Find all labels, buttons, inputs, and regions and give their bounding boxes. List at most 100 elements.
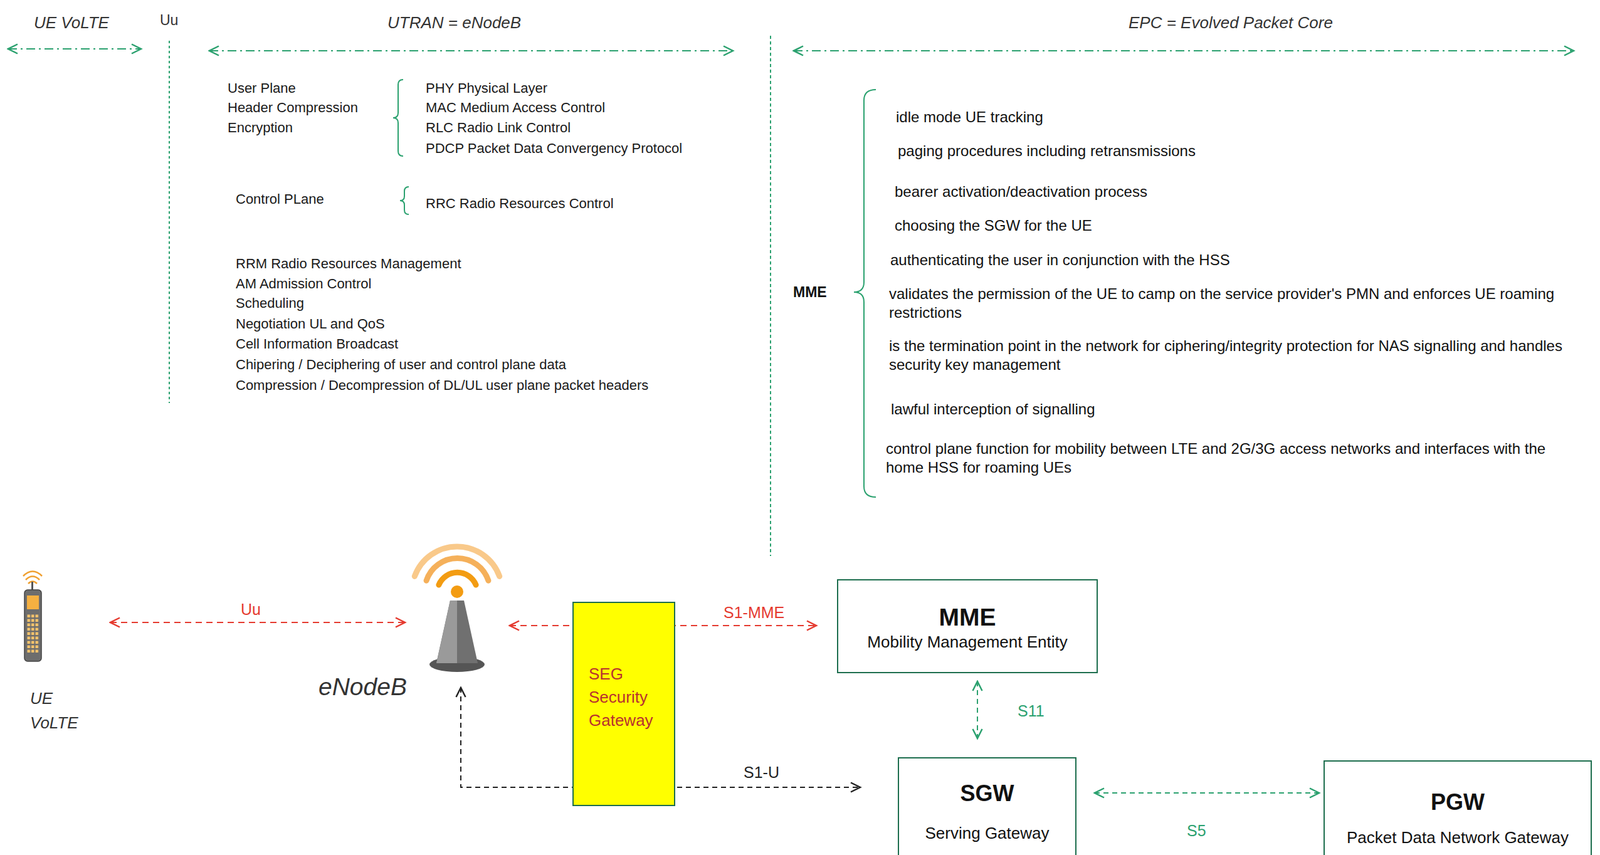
zone-heading: UTRAN = eNodeB xyxy=(387,12,522,34)
label-slot: lawful interception of signalling xyxy=(890,400,1590,419)
label-slot: bearer activation/deactivation process xyxy=(894,182,1594,202)
core-interface xyxy=(1094,792,1320,794)
phone-antenna xyxy=(31,581,34,591)
label-slot: Compression / Decompression of DL/UL use… xyxy=(235,376,649,395)
label-slot: idle mode UE tracking xyxy=(895,107,1595,127)
protocol-layer: MAC Medium Access Control xyxy=(425,99,606,117)
plane-name: Encryption xyxy=(227,119,293,137)
bracket xyxy=(853,89,876,498)
label-slot: MAC Medium Access Control xyxy=(425,99,606,117)
antenna-mast-highlight xyxy=(436,600,458,664)
node-title: SGW xyxy=(960,779,1015,807)
plane-name: Control PLane xyxy=(235,190,325,209)
node-title: eNodeB xyxy=(318,672,413,703)
radio-interface xyxy=(110,621,406,624)
label-slot: Scheduling xyxy=(235,294,305,313)
interface-label: S1-U xyxy=(741,763,782,783)
zone-arrow xyxy=(209,50,733,52)
node-title: UE VoLTE xyxy=(30,686,90,736)
signal-arc xyxy=(23,571,43,577)
protocol-layer: PHY Physical Layer xyxy=(425,79,548,98)
node-subtitle: Packet Data Network Gateway xyxy=(1346,828,1569,848)
zone-arrow xyxy=(793,50,1574,52)
node-subtitle: Mobility Management Entity xyxy=(867,632,1068,653)
label-slot: PHY Physical Layer xyxy=(425,79,548,98)
protocol-layer: PDCP Packet Data Convergency Protocol xyxy=(425,139,683,158)
antenna-icon xyxy=(414,546,500,673)
label-slot: choosing the SGW for the UE xyxy=(894,216,1594,236)
label-slot: Header Compression xyxy=(227,99,358,117)
enodeb-function: AM Admission Control xyxy=(235,275,372,293)
label-slot: is the termination point in the network … xyxy=(889,336,1589,375)
plane-name: User Plane xyxy=(227,79,296,98)
bracket xyxy=(400,186,409,215)
node-title: SEG Security Gateway xyxy=(588,662,668,733)
phone-body xyxy=(24,589,42,662)
label-slot: Negotiation UL and QoS xyxy=(235,315,385,333)
label-slot: PDCP Packet Data Convergency Protocol xyxy=(425,139,683,158)
label-slot: Uu xyxy=(159,11,179,30)
antenna-mast xyxy=(436,600,478,664)
zone-heading: UE VoLTE xyxy=(33,12,110,34)
phone-keypad xyxy=(26,614,39,654)
radio-wave xyxy=(426,557,489,581)
enodeb-function: RRM Radio Resources Management xyxy=(235,255,462,273)
zone-divider xyxy=(769,35,772,557)
protocol-layer: RLC Radio Link Control xyxy=(425,119,571,137)
label-slot: User Plane xyxy=(227,79,296,98)
edge-label-slot: S5 xyxy=(1184,821,1209,841)
enodeb-function: Negotiation UL and QoS xyxy=(235,315,385,333)
edge-label-slot: S11 xyxy=(1015,701,1047,722)
enodeb-function: Chipering / Deciphering of user and cont… xyxy=(235,356,567,374)
interface-name: Uu xyxy=(159,11,179,30)
entity-name: MME xyxy=(793,283,827,302)
label-slot: RLC Radio Link Control xyxy=(425,119,571,137)
plane-name: Header Compression xyxy=(227,99,358,117)
device-node: UE VoLTE xyxy=(18,567,101,668)
label-slot: authenticating the user in conjunction w… xyxy=(890,250,1590,270)
edge-label-slot: Uu xyxy=(238,600,263,620)
mme-function: validates the permission of the UE to ca… xyxy=(889,284,1589,323)
label-slot: Control PLane xyxy=(235,190,325,209)
label-slot: validates the permission of the UE to ca… xyxy=(889,284,1589,323)
edge-label-slot: S1-U xyxy=(741,763,782,783)
core-entity-box: MMEMobility Management Entity xyxy=(836,579,1098,674)
label-slot: MME xyxy=(793,283,827,302)
interface-label: Uu xyxy=(238,600,263,620)
enodeb-function: Cell Information Broadcast xyxy=(235,335,399,353)
mme-function: paging procedures including retransmissi… xyxy=(897,141,1597,161)
label-slot: Encryption xyxy=(227,119,293,137)
mme-function: bearer activation/deactivation process xyxy=(894,182,1594,202)
node-subtitle: Serving Gateway xyxy=(925,823,1050,844)
label-slot: RRM Radio Resources Management xyxy=(235,255,462,273)
mme-function: lawful interception of signalling xyxy=(890,400,1590,419)
label-slot: Chipering / Deciphering of user and cont… xyxy=(235,356,567,374)
mme-function: control plane function for mobility betw… xyxy=(885,439,1585,478)
node-title: MME xyxy=(939,603,997,633)
zone-divider xyxy=(168,40,170,404)
security-gateway-box: SEG Security Gateway xyxy=(572,601,676,807)
label-slot: UTRAN = eNodeB xyxy=(387,12,522,34)
mme-function: authenticating the user in conjunction w… xyxy=(890,250,1590,270)
mme-function: choosing the SGW for the UE xyxy=(894,216,1594,236)
enodeb-function: Scheduling xyxy=(235,294,305,313)
signal-arc xyxy=(25,576,40,581)
gateway-box: SGW Serving Gateway xyxy=(897,757,1077,855)
connectors xyxy=(110,622,1320,794)
mme-function: is the termination point in the network … xyxy=(889,336,1589,375)
label-slot: control plane function for mobility betw… xyxy=(885,439,1585,478)
label-slot: UE VoLTE xyxy=(33,12,110,34)
label-slot: AM Admission Control xyxy=(235,275,372,293)
label-slot: EPC = Evolved Packet Core xyxy=(1128,12,1333,34)
protocol-layer: RRC Radio Resources Control xyxy=(425,194,614,213)
gateway-box: PGWPacket Data Network Gateway xyxy=(1323,760,1592,855)
interface-label: S11 xyxy=(1015,701,1047,722)
edge-label-slot: S1-MME xyxy=(721,603,787,623)
mme-function: idle mode UE tracking xyxy=(895,107,1595,127)
base-station-node: eNodeB xyxy=(413,532,508,678)
label-slot: RRC Radio Resources Control xyxy=(425,194,614,213)
interface-label: S1-MME xyxy=(721,603,787,623)
label-slot: Cell Information Broadcast xyxy=(235,335,399,353)
phone-screen xyxy=(26,595,39,610)
